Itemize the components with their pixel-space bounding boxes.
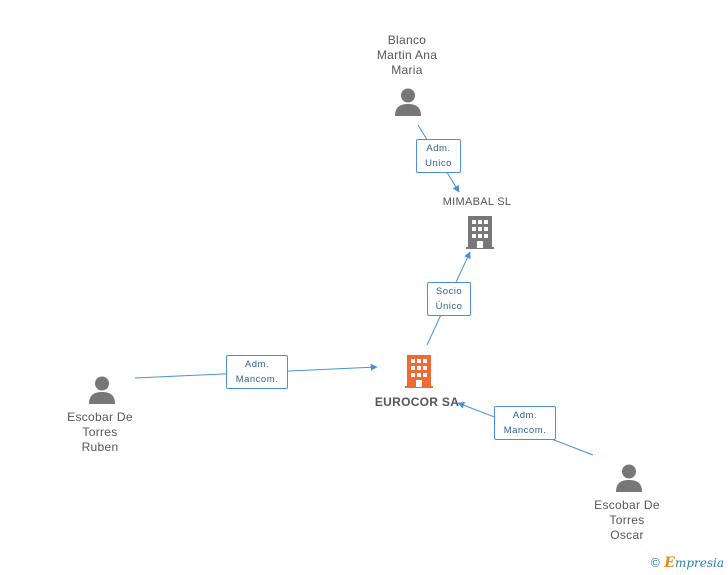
person-icon[interactable] bbox=[616, 464, 642, 493]
edge-label-oscar-eurocor: Adm. Mancom. bbox=[494, 406, 556, 440]
brand-footer: ©Empresia bbox=[649, 555, 724, 571]
node-label-eurocor[interactable]: EUROCOR SA bbox=[374, 395, 460, 409]
building-icon[interactable] bbox=[466, 216, 494, 249]
edge-label-ruben-eurocor: Adm. Mancom. bbox=[226, 355, 288, 389]
copyright-icon: © bbox=[649, 556, 662, 570]
brand-logo-text: mpresia bbox=[674, 556, 724, 570]
node-label-ruben[interactable]: Escobar De Torres Ruben bbox=[67, 410, 133, 454]
brand-logo-initial: E bbox=[664, 555, 675, 571]
person-icon[interactable] bbox=[395, 88, 421, 117]
node-label-blanco[interactable]: Blanco Martin Ana Maria bbox=[376, 33, 438, 77]
node-label-mimabal[interactable]: MIMABAL SL bbox=[442, 196, 512, 208]
node-label-oscar[interactable]: Escobar De Torres Oscar bbox=[594, 498, 660, 542]
edge-label-eurocor-mimabal: Socio Único bbox=[427, 282, 471, 316]
edge-label-blanco-mimabal: Adm. Unico bbox=[416, 139, 461, 173]
person-icon[interactable] bbox=[89, 376, 115, 405]
building-icon[interactable] bbox=[405, 355, 433, 388]
